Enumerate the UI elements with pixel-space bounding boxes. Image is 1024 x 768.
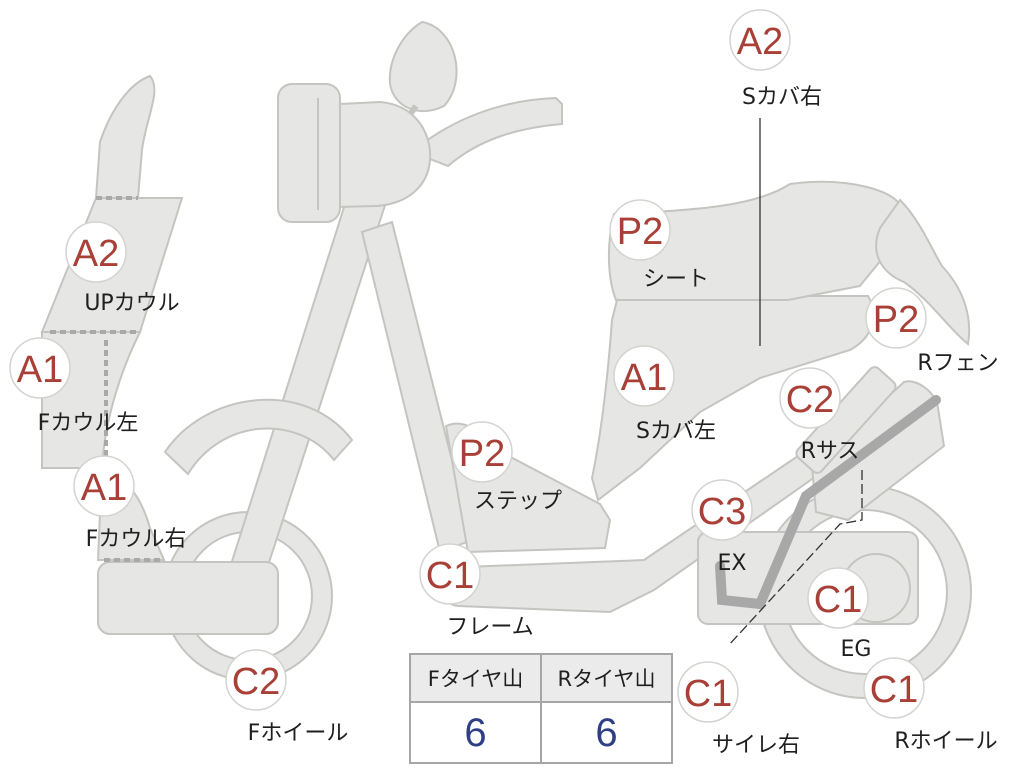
svg-text:C1: C1 [426,555,475,597]
svg-text:C1: C1 [870,669,919,711]
svg-text:Sカバ右: Sカバ右 [742,85,822,110]
headlight [277,83,341,223]
marker-p2-seat[interactable]: P2 シート [609,199,709,292]
engine [697,531,919,625]
front-fender [163,398,354,476]
svg-text:Rホイール: Rホイール [894,729,997,754]
marker-c1-eg[interactable]: C1 EG [807,567,872,662]
svg-text:Sカバ左: Sカバ左 [636,419,716,444]
svg-text:EX: EX [718,551,747,576]
front-tire-header: Fタイヤ山 [427,667,524,691]
rear-tire-header: Rタイヤ山 [540,655,671,701]
leader-silencer [727,470,863,647]
svg-text:A1: A1 [621,357,667,399]
marker-c2-rsus[interactable]: C2 Rサス [779,367,860,464]
svg-text:フレーム: フレーム [446,615,533,640]
svg-text:Fカウル左: Fカウル左 [38,411,139,436]
svg-text:Fホイール: Fホイール [248,721,349,746]
svg-text:C2: C2 [786,379,835,421]
mirror [388,20,458,112]
svg-text:C3: C3 [698,491,747,533]
svg-text:シート: シート [643,267,709,292]
svg-text:A2: A2 [73,233,119,275]
svg-text:A2: A2 [737,21,783,63]
rear-fender [875,198,971,346]
marker-a1-scover-left[interactable]: A1 Sカバ左 [613,345,716,444]
svg-text:C1: C1 [684,673,733,715]
svg-text:A1: A1 [17,349,63,391]
marker-c1-rwheel[interactable]: C1 Rホイール [863,657,998,754]
marker-p2-step[interactable]: P2 ステップ [451,421,562,514]
svg-text:A1: A1 [81,467,127,509]
svg-text:P2: P2 [459,433,505,475]
svg-text:C2: C2 [232,661,281,703]
marker-c3-ex[interactable]: C3 EX [691,479,753,576]
svg-text:Fカウル右: Fカウル右 [86,527,187,552]
svg-text:ステップ: ステップ [474,489,562,514]
down-tube [360,220,474,554]
svg-text:C1: C1 [814,579,863,621]
tire-table-value-row: 6 6 [411,703,671,764]
svg-text:P2: P2 [873,299,919,341]
tire-tread-table: Fタイヤ山 Rタイヤ山 6 6 [409,653,673,764]
handlebar [410,96,563,168]
marker-c2-fwheel[interactable]: C2 Fホイール [225,649,349,746]
svg-text:P2: P2 [617,211,663,253]
svg-text:Rサス: Rサス [801,439,860,464]
exhaust-pipe [715,395,941,610]
svg-text:UPカウル: UPカウル [84,291,179,316]
marker-p2-rfender[interactable]: P2 Rフェン [865,287,999,376]
svg-text:EG: EG [841,637,872,662]
marker-a1-fcowl-left[interactable]: A1 Fカウル左 [9,337,139,436]
upper-cowl-tip [94,74,156,199]
rear-tire-value: 6 [540,703,671,764]
front-cowl-lower [97,561,279,635]
tire-table-header-row: Fタイヤ山 Rタイヤ山 [411,655,671,703]
front-tire-value: 6 [464,711,487,755]
marker-a2-top[interactable]: A2 Sカバ右 [729,9,822,110]
marker-a2-upcowl[interactable]: A2 UPカウル [65,221,180,316]
marker-c1-silencer-right[interactable]: C1 サイレ右 [677,661,800,758]
svg-text:Rフェン: Rフェン [917,351,998,376]
marker-a1-fcowl-right[interactable]: A1 Fカウル右 [73,455,187,552]
svg-text:サイレ右: サイレ右 [712,733,800,758]
marker-c1-frame[interactable]: C1 フレーム [419,543,534,640]
